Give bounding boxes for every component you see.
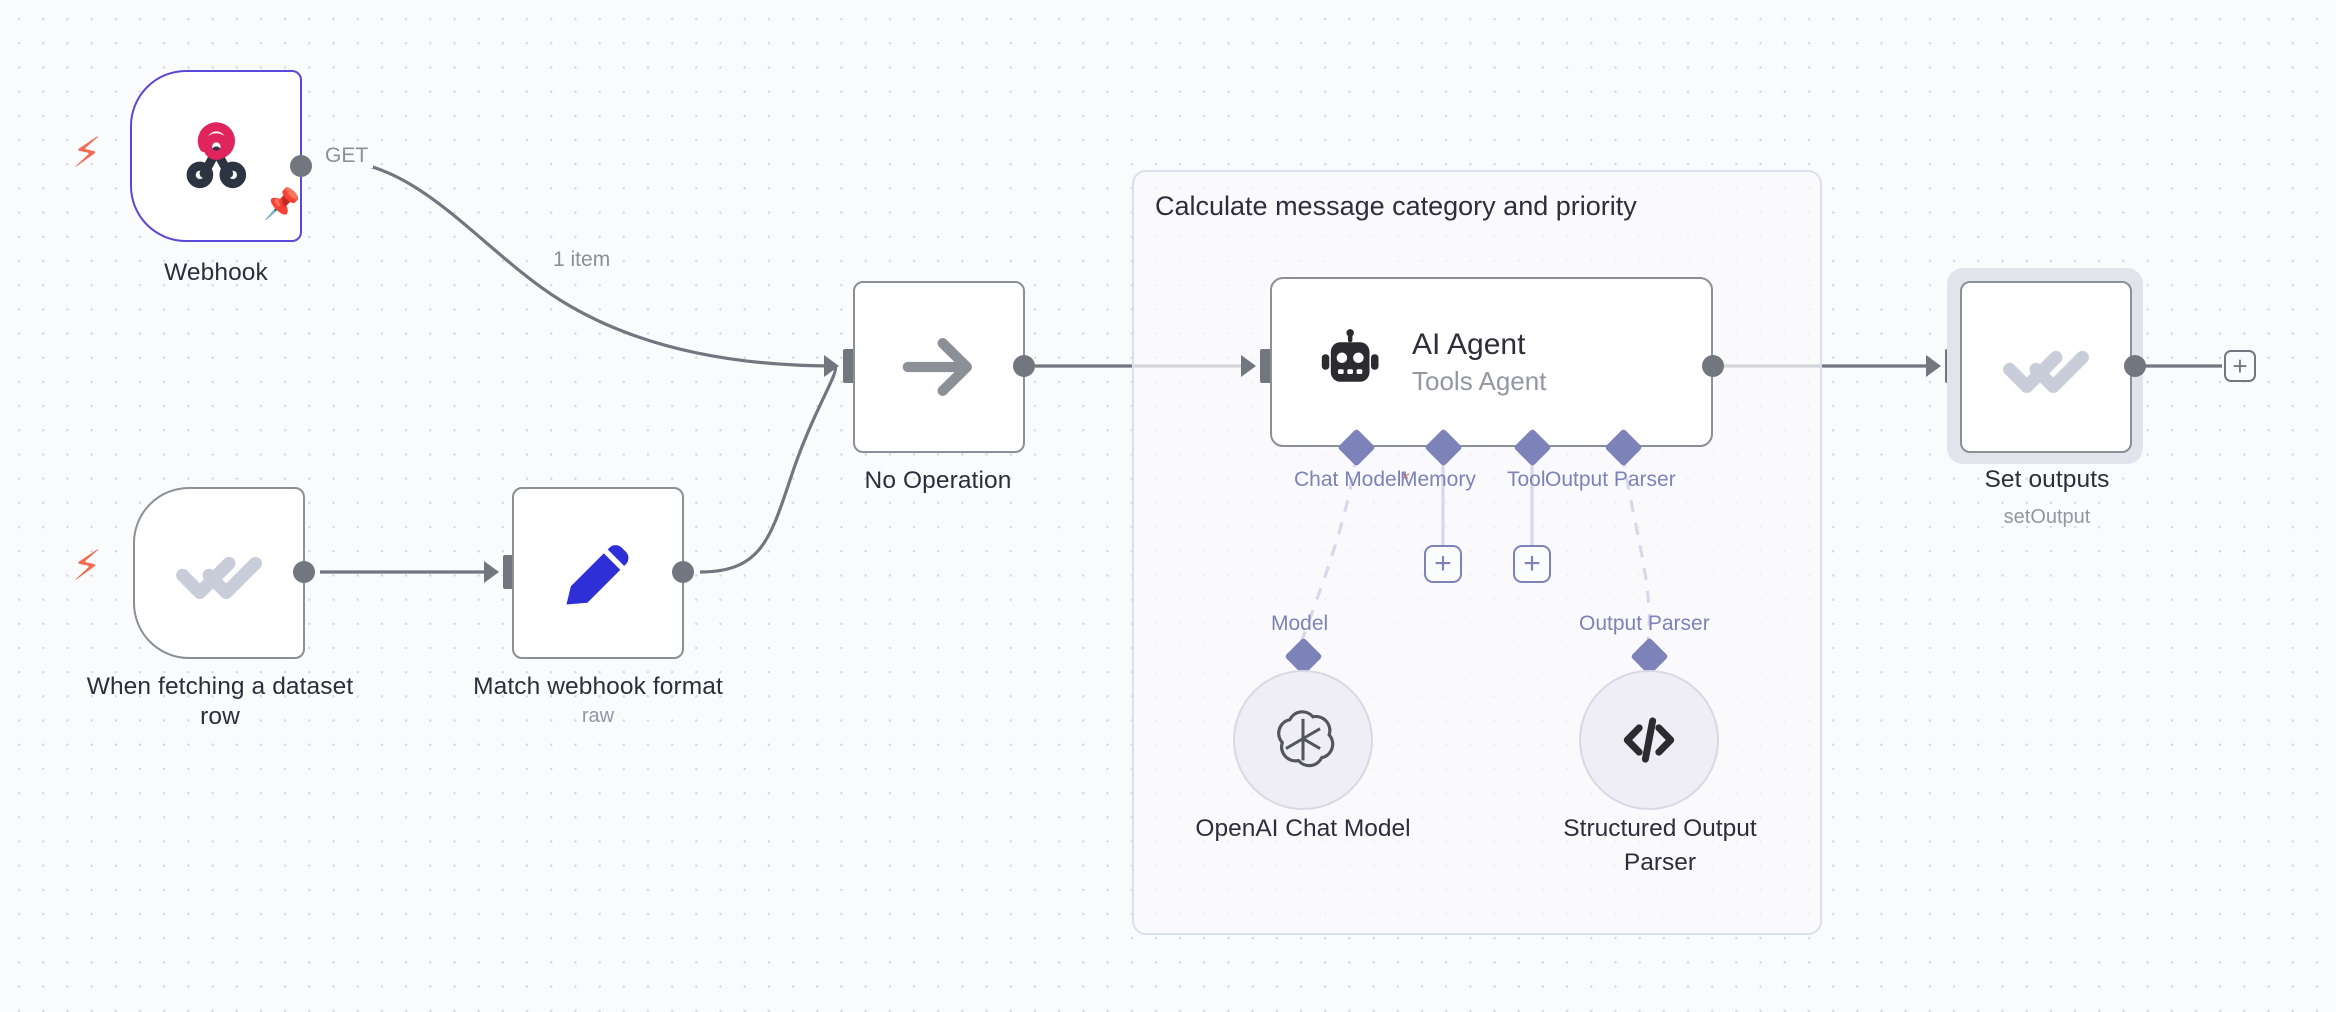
trigger-bolt-icon-webhook: ⚡ — [72, 129, 102, 176]
port-label-output-parser: Output Parser — [1545, 468, 1676, 491]
code-brackets-icon — [1623, 717, 1675, 763]
check-double-icon — [176, 556, 262, 600]
arrow-right-icon — [902, 338, 972, 396]
node-label-match-webhook-format: Match webhook format — [473, 673, 723, 700]
wire-label-one-item: 1 item — [548, 248, 616, 272]
required-asterisk: * — [1401, 468, 1410, 491]
add-memory-button[interactable]: + — [1424, 545, 1462, 583]
port-label-chat-model: Chat Model* — [1294, 468, 1410, 491]
node-openai-chat-model[interactable] — [1233, 670, 1373, 810]
robot-icon — [1321, 329, 1379, 382]
node-ai-agent[interactable]: AI Agent Tools Agent — [1270, 277, 1713, 447]
node-no-operation[interactable] — [853, 281, 1025, 453]
pin-icon-webhook: 📌 — [263, 188, 301, 221]
output-dot-match-webhook-format[interactable] — [672, 561, 694, 583]
input-arrow-ai-agent — [1241, 355, 1256, 377]
node-label-no-operation: No Operation — [864, 467, 1012, 494]
node-match-webhook-format[interactable] — [512, 487, 684, 659]
trigger-bolt-icon-dataset: ⚡ — [72, 542, 102, 589]
output-dot-no-operation[interactable] — [1013, 355, 1035, 377]
input-arrow-set-outputs — [1926, 355, 1941, 377]
output-dot-dataset[interactable] — [293, 561, 315, 583]
connector-label-output-parser: Output Parser — [1579, 612, 1710, 635]
connector-label-model: Model — [1271, 612, 1329, 635]
node-label-when-fetching-dataset-row: When fetching a dataset row — [86, 673, 354, 730]
port-label-memory: Memory — [1400, 468, 1476, 491]
wire-label-webhook-get: GET — [320, 144, 374, 168]
port-label-tool: Tool — [1507, 468, 1546, 491]
output-dot-set-outputs[interactable] — [2124, 355, 2146, 377]
node-label-structured-output-parser: Structured Output Parser — [1563, 815, 1757, 876]
pencil-icon — [566, 545, 629, 605]
node-label-set-outputs: Set outputs — [1984, 466, 2110, 493]
input-port-ai-agent[interactable] — [1260, 349, 1272, 383]
input-arrow-no-operation — [824, 355, 839, 377]
node-when-fetching-dataset-row[interactable] — [133, 487, 305, 659]
ai-agent-subtitle: Tools Agent — [1412, 366, 1547, 396]
input-port-no-operation[interactable] — [843, 349, 855, 383]
output-dot-ai-agent[interactable] — [1702, 355, 1724, 377]
node-label-openai-chat-model: OpenAI Chat Model — [1195, 815, 1411, 842]
openai-icon — [1277, 710, 1335, 768]
add-tool-button[interactable]: + — [1513, 545, 1551, 583]
ai-agent-title: AI Agent — [1412, 328, 1526, 361]
node-structured-output-parser[interactable] — [1579, 670, 1719, 810]
output-dot-webhook[interactable] — [290, 155, 312, 177]
node-sublabel-set-outputs: setOutput — [2003, 506, 2091, 528]
node-sublabel-match-webhook-format: raw — [581, 705, 615, 727]
node-set-outputs[interactable] — [1960, 281, 2132, 453]
add-connection-button[interactable]: + — [2224, 350, 2256, 382]
node-label-webhook: Webhook — [164, 259, 268, 286]
check-double-icon — [2003, 350, 2089, 394]
webhook-icon — [186, 122, 247, 189]
group-title: Calculate message category and priority — [1155, 191, 1637, 221]
input-arrow-match-webhook-format — [484, 561, 499, 583]
